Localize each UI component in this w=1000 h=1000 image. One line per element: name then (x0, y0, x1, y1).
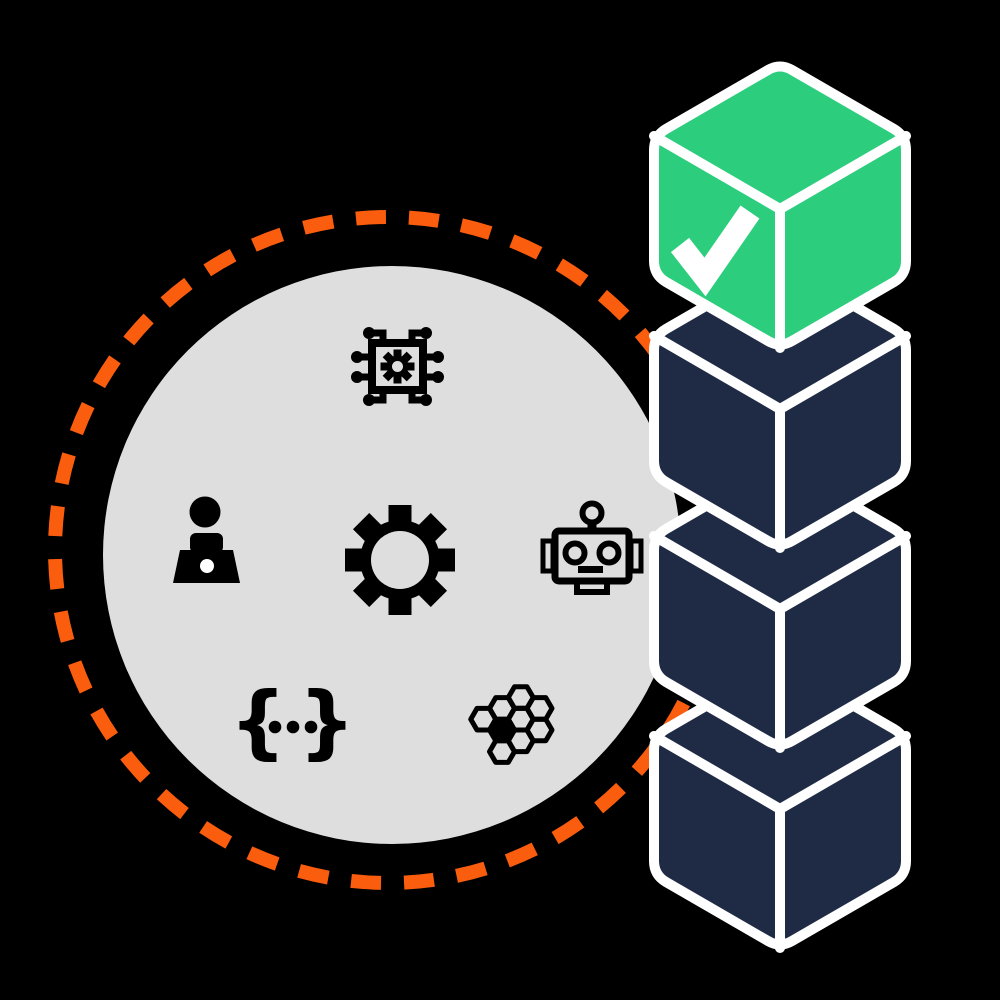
gear-icon (345, 505, 455, 615)
robot-eye-right (596, 540, 622, 566)
chip-gear-detail (380, 349, 415, 384)
checkmark-icon (670, 205, 760, 297)
robot-mouth (578, 566, 603, 573)
verified-block (654, 67, 906, 349)
honeycomb-filled-cell (490, 719, 515, 741)
robot-icon (540, 500, 644, 595)
robot-neck (574, 581, 610, 595)
laptop-logo-dot (200, 559, 214, 573)
circuit-chip-icon (351, 327, 444, 406)
right-brace-glyph: } (299, 675, 356, 768)
robot-eye-left (562, 540, 588, 566)
user-at-laptop-icon (173, 496, 240, 583)
code-braces-icon: { } (230, 675, 356, 768)
